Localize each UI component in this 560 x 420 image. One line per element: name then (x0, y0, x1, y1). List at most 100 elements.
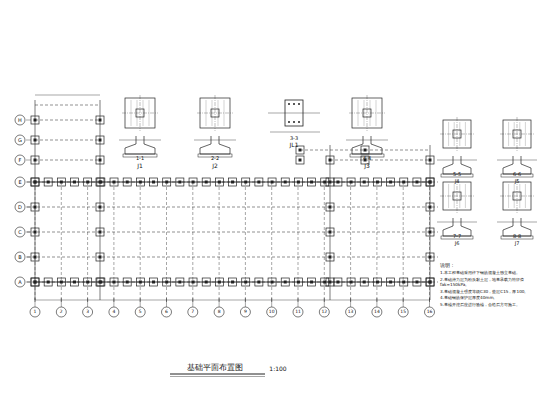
column (329, 231, 332, 234)
column (60, 281, 63, 284)
footing (413, 178, 421, 186)
column (389, 281, 392, 284)
footing (360, 278, 368, 286)
column (271, 281, 274, 284)
footing (229, 278, 237, 286)
column (205, 281, 208, 284)
axis-bubble (15, 202, 25, 212)
column (299, 149, 302, 152)
grid-line (370, 100, 371, 126)
footing (31, 253, 39, 261)
footing (242, 178, 250, 186)
footing (294, 278, 302, 286)
footing (31, 178, 39, 186)
footing (57, 278, 65, 286)
column (350, 181, 353, 184)
column (99, 181, 102, 184)
column (376, 181, 379, 184)
drawing-label: H (18, 118, 22, 123)
drawing-label: 7-7 (453, 234, 461, 239)
footing (360, 178, 368, 186)
column (34, 206, 37, 209)
axis-bubble (15, 227, 25, 237)
grid-line (218, 100, 219, 126)
axis-bubble (30, 307, 40, 317)
grid-line (26, 182, 31, 183)
footing (136, 178, 144, 186)
grid-line (448, 184, 449, 208)
column (99, 231, 102, 234)
column (126, 181, 129, 184)
drawing-label: 7 (191, 310, 194, 315)
drawing-label: 1-1 (136, 156, 144, 161)
footing (334, 278, 342, 286)
column (364, 149, 367, 152)
column (60, 181, 63, 184)
column (34, 281, 37, 284)
grid-line (26, 160, 31, 161)
footing (373, 278, 381, 286)
column (415, 281, 418, 284)
rebar (298, 103, 300, 105)
axis-bubble (240, 307, 250, 317)
footing-section (200, 136, 230, 154)
footing (326, 228, 334, 236)
column (178, 181, 181, 184)
drawing-label: 1:100 (269, 366, 286, 372)
grid-line (197, 113, 233, 114)
axis-bubble (267, 307, 277, 317)
footing (426, 178, 434, 186)
grid-line (349, 113, 385, 114)
footing (96, 228, 104, 236)
drawing-label: 3 (86, 310, 89, 315)
column (329, 206, 332, 209)
axis-bubble (15, 155, 25, 165)
drawing-label: F (19, 158, 22, 163)
footing (268, 178, 276, 186)
footing (31, 156, 39, 164)
grid-line (35, 282, 430, 283)
grid-line (454, 184, 455, 208)
grid-line (519, 184, 520, 208)
drawing-label: 8 (218, 310, 221, 315)
column (34, 256, 37, 259)
grid-line (437, 160, 477, 161)
footing (57, 178, 65, 186)
column (165, 281, 168, 284)
drawing-label: 10 (269, 310, 275, 315)
column (310, 281, 313, 284)
footing (44, 178, 52, 186)
column (113, 281, 116, 284)
column (323, 181, 326, 184)
column (323, 281, 326, 284)
axis-bubble (319, 307, 329, 317)
column (244, 281, 247, 284)
grid-line (525, 184, 526, 208)
grid-line (35, 140, 100, 141)
axis-bubble (15, 177, 25, 187)
drawing-label: 2-2 (211, 156, 219, 161)
drawing-label: 基础平面布置图 (187, 364, 243, 372)
grid-line (170, 374, 265, 375)
grid-line (459, 122, 460, 146)
grid-line (358, 100, 359, 126)
column (86, 181, 89, 184)
column (34, 119, 37, 122)
grid-line (271, 300, 272, 307)
footing (71, 278, 79, 286)
column (73, 281, 76, 284)
footing (215, 278, 223, 286)
grid-line (170, 376, 265, 377)
grid-line (119, 140, 161, 141)
column (165, 181, 168, 184)
drawing-label: J4 (455, 179, 460, 184)
footing (97, 178, 105, 186)
grid-line (268, 113, 320, 114)
grid-line (35, 105, 100, 106)
column (231, 181, 234, 184)
grid-line (519, 122, 520, 146)
grid-line (113, 300, 114, 307)
grid-line (26, 207, 31, 208)
grid-line (346, 140, 388, 141)
footing (215, 178, 223, 186)
